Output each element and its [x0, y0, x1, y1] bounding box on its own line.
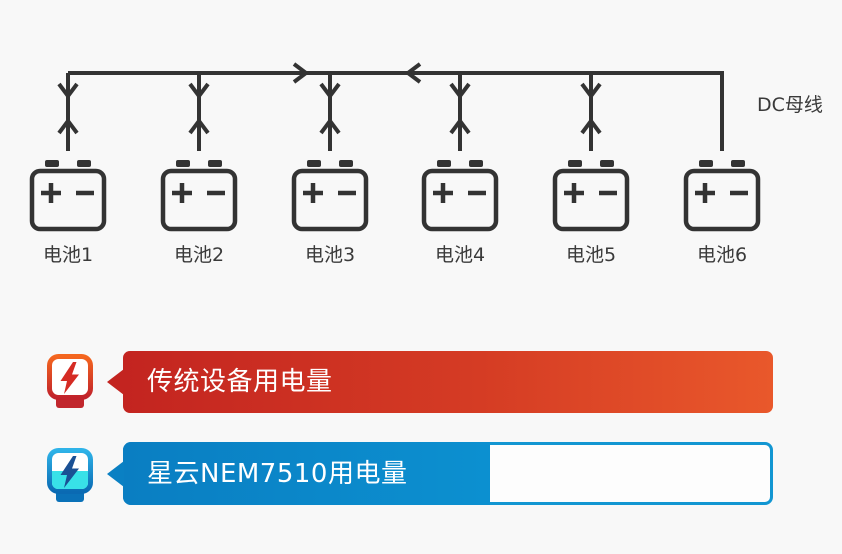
battery-label: 电池4 — [435, 244, 485, 266]
battery-label: 电池6 — [697, 244, 747, 266]
dc-bus-diagram: 电池1 电池2 电池3 电池4 电池5 电池6 DC母线 — [0, 62, 823, 266]
battery-icon — [163, 160, 235, 229]
battery-icon — [294, 160, 366, 229]
battery-icon — [555, 160, 627, 229]
battery-label: 电池1 — [43, 244, 93, 266]
battery-label: 电池3 — [305, 244, 355, 266]
bar-tail-left-icon — [107, 460, 124, 487]
battery-icon — [686, 160, 758, 229]
flow-arrow-right-icon — [292, 62, 310, 84]
red-power-meter-lightning-icon — [47, 354, 93, 408]
battery-connector — [188, 71, 210, 153]
battery-connector — [319, 71, 341, 153]
dc-bus-line — [68, 71, 724, 151]
traditional-consumption-bar: 传统设备用电量 — [107, 351, 773, 413]
battery-icon — [32, 160, 104, 229]
blue-power-meter-lightning-icon — [47, 448, 93, 502]
battery-label: 电池5 — [566, 244, 616, 266]
flow-arrow-left-icon — [404, 62, 422, 84]
battery-connector — [57, 71, 79, 153]
nebula-consumption-label: 星云NEM7510用电量 — [147, 458, 408, 489]
dc-bus-label: DC母线 — [757, 94, 823, 116]
battery-icon — [424, 160, 496, 229]
nebula-bar-fill: 星云NEM7510用电量 — [107, 442, 491, 505]
nebula-consumption-track: 星云NEM7510用电量 — [107, 442, 773, 505]
battery-connector — [580, 71, 602, 153]
battery-connector — [449, 71, 471, 153]
bar-tail-left-icon — [107, 369, 124, 395]
lightning-bolt-icon — [60, 362, 79, 394]
traditional-consumption-label: 传统设备用电量 — [147, 367, 333, 397]
battery-label: 电池2 — [174, 244, 224, 266]
lightning-bolt-icon — [60, 456, 79, 488]
